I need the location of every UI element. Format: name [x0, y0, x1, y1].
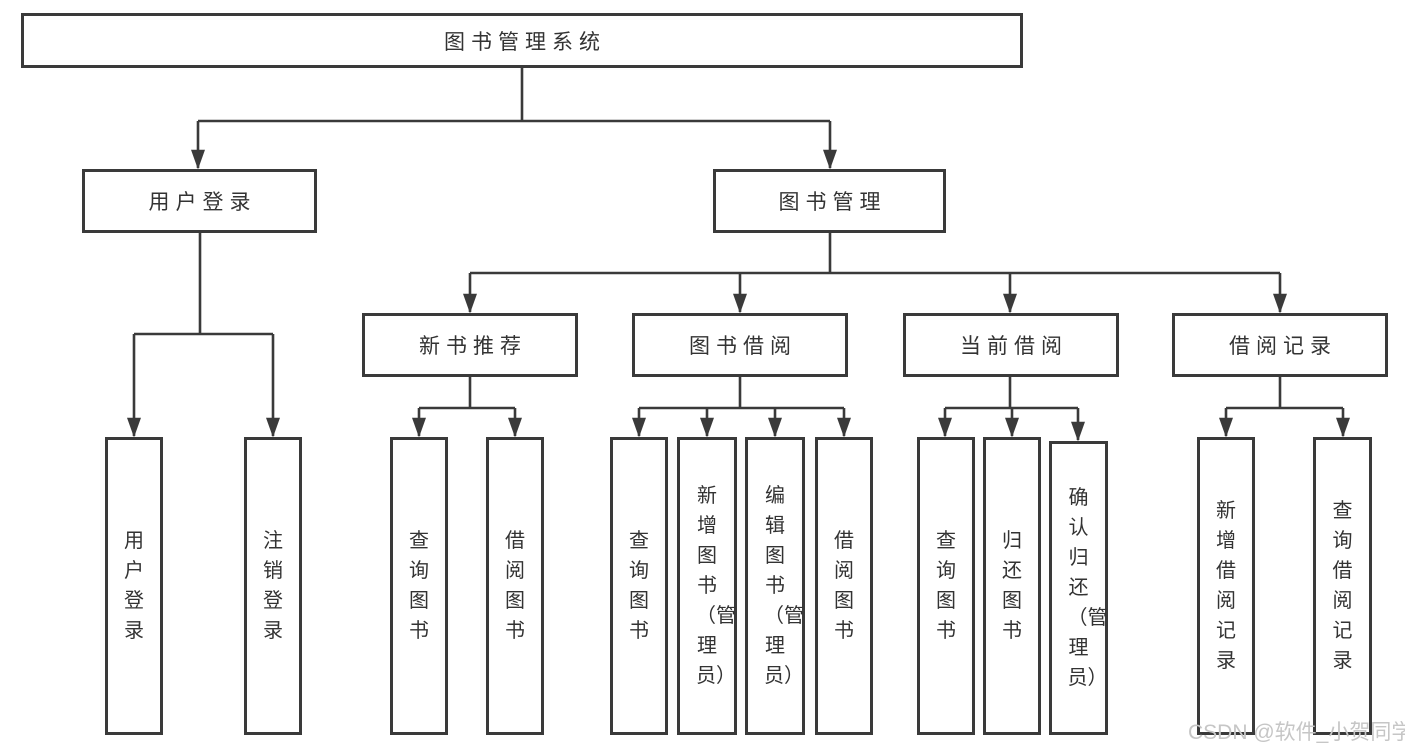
node-root: 图书管理系统	[21, 13, 1023, 68]
leaf-logout-label: 注销登录	[263, 530, 283, 642]
csdn-watermark: CSDN @软件_小贺同学	[1188, 721, 1405, 744]
leaf-confirm-return-admin-label: 确认归还（管理员）	[1067, 487, 1108, 689]
node-current-borrowing-label: 当前借阅	[960, 335, 1068, 358]
leaf-borrow-books-recommend: 借阅图书	[486, 437, 544, 735]
leaf-return-books: 归还图书	[983, 437, 1041, 735]
node-user-login: 用户登录	[82, 169, 317, 233]
node-book-management: 图书管理	[713, 169, 946, 233]
node-root-label: 图书管理系统	[444, 30, 606, 54]
leaf-borrow-books-label: 借阅图书	[834, 530, 854, 642]
leaf-add-borrow-record-label: 新增借阅记录	[1216, 500, 1236, 672]
leaf-add-books-admin-label: 新增图书（管理员）	[696, 485, 736, 687]
leaf-return-books-label: 归还图书	[1002, 530, 1022, 642]
leaf-query-books-current-label: 查询图书	[936, 530, 956, 642]
leaf-logout: 注销登录	[244, 437, 302, 735]
node-borrowing-records: 借阅记录	[1172, 313, 1388, 377]
leaf-query-borrow-record-label: 查询借阅记录	[1332, 500, 1353, 672]
leaf-query-books-borrowing-label: 查询图书	[629, 530, 649, 642]
leaf-confirm-return-admin: 确认归还（管理员）	[1049, 441, 1108, 735]
leaf-edit-books-admin-label: 编辑图书（管理员）	[764, 485, 804, 687]
node-user-login-label: 用户登录	[148, 191, 257, 214]
leaf-query-books-current: 查询图书	[917, 437, 975, 735]
leaf-query-books-recommend-label: 查询图书	[409, 530, 429, 642]
leaf-borrow-books-recommend-label: 借阅图书	[505, 530, 525, 642]
leaf-user-login: 用户登录	[105, 437, 163, 735]
node-current-borrowing: 当前借阅	[903, 313, 1119, 377]
node-borrowing-records-label: 借阅记录	[1229, 335, 1337, 358]
node-book-borrowing: 图书借阅	[632, 313, 848, 377]
leaf-query-books-borrowing: 查询图书	[610, 437, 668, 735]
leaf-edit-books-admin: 编辑图书（管理员）	[745, 437, 805, 735]
node-new-book-recommend-label: 新书推荐	[419, 335, 527, 358]
node-book-borrowing-label: 图书借阅	[689, 335, 797, 358]
node-new-book-recommend: 新书推荐	[362, 313, 578, 377]
leaf-add-borrow-record: 新增借阅记录	[1197, 437, 1255, 735]
node-book-management-label: 图书管理	[778, 191, 887, 214]
leaf-user-login-label: 用户登录	[124, 530, 144, 642]
leaf-add-books-admin: 新增图书（管理员）	[677, 437, 737, 735]
leaf-query-books-recommend: 查询图书	[390, 437, 448, 735]
leaf-query-borrow-record: 查询借阅记录	[1313, 437, 1372, 735]
leaf-borrow-books: 借阅图书	[815, 437, 873, 735]
